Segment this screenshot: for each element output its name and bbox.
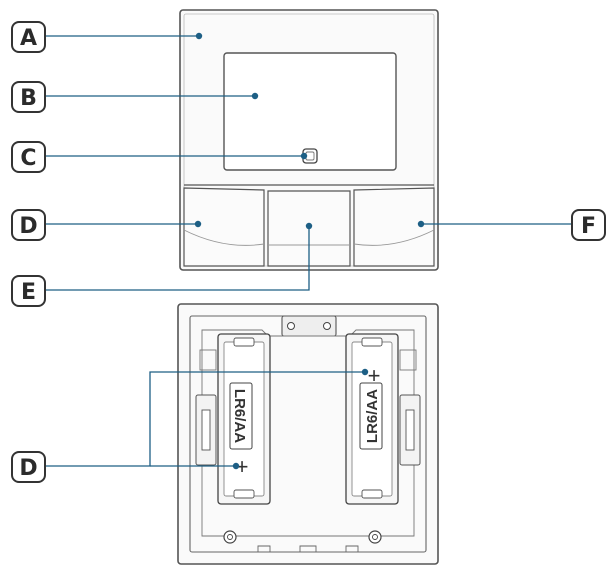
battery-contact-bottom xyxy=(233,489,255,499)
display-window xyxy=(223,52,397,171)
side-slot-right-inner xyxy=(405,409,415,451)
front-view xyxy=(179,9,439,271)
button-bevel-right xyxy=(353,229,435,246)
side-tab-right xyxy=(399,349,417,371)
top-clip-screw-left xyxy=(287,322,295,330)
callout-box xyxy=(11,451,46,483)
back-view: LR6/AA + LR6/AA + xyxy=(177,303,439,565)
callout-e: E xyxy=(11,275,46,307)
callout-box xyxy=(11,209,46,241)
right-button xyxy=(353,187,435,267)
back-inner-frame xyxy=(201,329,415,537)
leader-line-e xyxy=(45,226,310,291)
bottom-screw-left xyxy=(223,530,237,544)
callout-letter: D xyxy=(19,456,37,481)
bottom-screw-right xyxy=(368,530,382,544)
leader-dot-d-back-bottom xyxy=(232,462,240,470)
battery-compartment-left: LR6/AA + xyxy=(217,333,271,505)
bottom-screw-right-center xyxy=(372,534,378,540)
battery-contact-bottom xyxy=(361,489,383,499)
back-housing xyxy=(177,303,439,565)
leader-dot-b xyxy=(251,92,259,100)
callout-box xyxy=(571,209,606,241)
callout-d-back: D xyxy=(11,451,46,483)
button-bevel-left xyxy=(183,229,265,246)
battery-type-label: LR6/AA xyxy=(231,389,248,443)
bottom-notches xyxy=(257,545,359,552)
callout-letter: D xyxy=(19,214,37,239)
callout-box xyxy=(11,81,46,113)
callout-box xyxy=(11,141,46,173)
battery-label-box xyxy=(359,382,383,450)
leader-lines xyxy=(45,35,585,467)
callout-letter: F xyxy=(581,214,596,239)
left-button xyxy=(183,187,265,267)
battery-compartment-right: LR6/AA + xyxy=(345,333,399,505)
side-slot-left-inner xyxy=(201,409,211,451)
top-clip-screw-right xyxy=(323,322,331,330)
callout-letter: B xyxy=(20,86,37,111)
bottom-screw-left-center xyxy=(227,534,233,540)
leader-dot-a xyxy=(195,32,203,40)
leader-dot-d-back-top xyxy=(361,368,369,376)
leader-dots xyxy=(194,32,425,470)
battery-contact-top xyxy=(361,337,383,347)
battery-label-box xyxy=(229,382,253,450)
callout-c: C xyxy=(11,141,46,173)
leader-dot-d-front xyxy=(194,220,202,228)
callout-letter: C xyxy=(20,146,36,171)
side-tab-left xyxy=(199,349,217,371)
battery-type-label: LR6/AA xyxy=(364,389,381,443)
leader-line-d-back xyxy=(45,371,365,467)
callout-f: F xyxy=(571,209,606,241)
callout-box xyxy=(11,275,46,307)
leader-dot-c xyxy=(300,152,308,160)
callout-box xyxy=(11,21,46,53)
callout-a: A xyxy=(11,21,46,53)
battery-plus-sign: + xyxy=(236,454,249,479)
leader-dot-e xyxy=(305,222,313,230)
callout-b: B xyxy=(11,81,46,113)
leader-dot-f xyxy=(417,220,425,228)
callout-letter: A xyxy=(20,26,37,51)
battery-contact-top xyxy=(233,337,255,347)
callout-letter: E xyxy=(21,280,36,305)
battery-plus-sign: + xyxy=(368,363,381,388)
callout-d-front: D xyxy=(11,209,46,241)
